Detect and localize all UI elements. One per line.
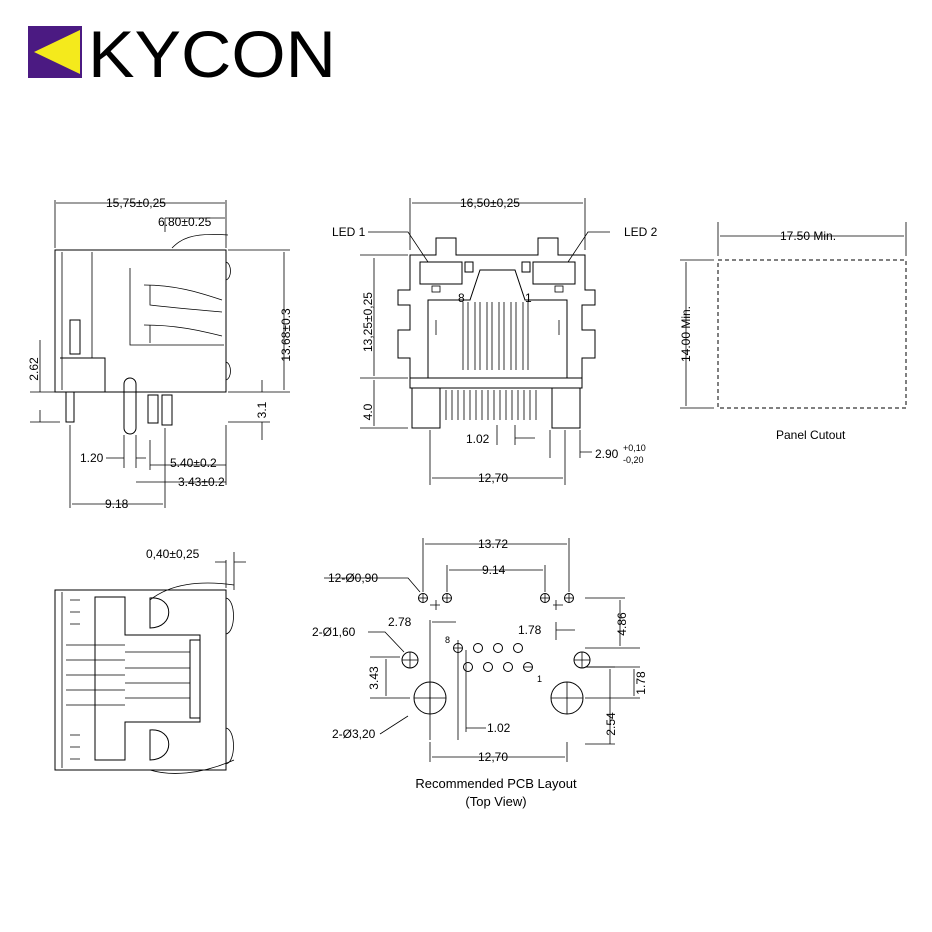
- front-contacts: [462, 302, 529, 370]
- logo-mark-triangle: [34, 30, 80, 74]
- dim-front-post-length: 4.0: [361, 403, 375, 420]
- panel-cutout: [680, 222, 907, 409]
- caption-pcb-line1: Recommended PCB Layout: [415, 776, 577, 791]
- pcb-hole-small: [418, 593, 428, 603]
- dim-pcb-vert-b: 1.78: [634, 671, 648, 695]
- dim-pcb-post-span: 12,70: [478, 750, 508, 764]
- dim-pcb-vert-a: 3.43: [367, 666, 381, 690]
- dim-side-pin-length: 3.1: [255, 401, 269, 418]
- dim-side-offset-b: 3.43±0.2: [178, 475, 225, 489]
- dim-pcb-left-offset: 2.78: [388, 615, 412, 629]
- dim-pcb-vert-c: 2.54: [604, 712, 618, 736]
- dim-pcb-small-holes: 12-Ø0,90: [328, 571, 378, 585]
- dim-panel-height: 14.00 Min.: [679, 306, 693, 362]
- pcb-hole-small: [523, 662, 533, 672]
- dim-bottom-gap: 0,40±0,25: [146, 547, 200, 561]
- dim-front-width: 16,50±0,25: [460, 196, 520, 210]
- side-view: [30, 200, 290, 508]
- pcb-hole-small: [442, 593, 452, 603]
- dim-side-rear-pin: 9.18: [105, 497, 129, 511]
- pcb-hole-small: [453, 643, 463, 653]
- kycon-logo: KYCON: [28, 17, 336, 91]
- dim-front-post-offset: 2.90: [595, 447, 619, 461]
- label-front-pin-8: 8: [458, 291, 465, 305]
- label-pcb-pin-8: 8: [445, 635, 450, 645]
- dim-pcb-top-row: 4.86: [615, 612, 629, 636]
- pcb-hole-small: [540, 593, 550, 603]
- dim-pcb-pitch: 1.02: [487, 721, 511, 735]
- dim-pcb-big-holes: 2-Ø3,20: [332, 727, 376, 741]
- label-pcb-pin-1: 1: [537, 674, 542, 684]
- pcb-holes: [401, 593, 591, 715]
- caption-pcb-line2: (Top View): [465, 794, 526, 809]
- pcb-hole-small: [564, 593, 574, 603]
- bottom-view: [54, 552, 246, 774]
- pcb-hole-small: [493, 643, 503, 653]
- dim-side-height: 13.68±0.3: [279, 308, 293, 362]
- label-front-pin-1: 1: [525, 291, 532, 305]
- label-led-1: LED 1: [332, 225, 366, 239]
- dim-front-post-span: 12,70: [478, 471, 508, 485]
- dim-front-height: 13,25±0,25: [361, 292, 375, 352]
- dim-pcb-inner-span: 9.14: [482, 563, 506, 577]
- pcb-layout: [324, 538, 640, 762]
- caption-panel-cutout: Panel Cutout: [776, 428, 846, 442]
- pcb-hole-small: [463, 662, 473, 672]
- label-led-2: LED 2: [624, 225, 658, 239]
- dim-side-overall-depth: 15,75±0,25: [106, 196, 166, 210]
- dim-side-offset-a: 5.40±0.2: [170, 456, 217, 470]
- pcb-hole-small: [503, 662, 513, 672]
- dim-side-front-to-pin: 6.80±0.25: [158, 215, 212, 229]
- dim-side-standoff: 2.62: [27, 357, 41, 381]
- dim-front-pin-pitch: 1.02: [466, 432, 490, 446]
- dim-pcb-mid-holes: 2-Ø1,60: [312, 625, 356, 639]
- dim-front-post-tol-upper: +0,10: [623, 443, 646, 453]
- pcb-hole-small: [473, 643, 483, 653]
- logo-wordmark: KYCON: [88, 17, 336, 91]
- dim-side-pin-pitch: 1.20: [80, 451, 104, 465]
- dim-front-post-tol-lower: -0,20: [623, 455, 644, 465]
- front-view: [360, 198, 610, 485]
- pcb-hole-small: [513, 643, 523, 653]
- dim-pcb-right-offset: 1.78: [518, 623, 542, 637]
- pcb-hole-small: [483, 662, 493, 672]
- dim-pcb-outer-span: 13.72: [478, 537, 508, 551]
- dim-panel-width: 17.50 Min.: [780, 229, 836, 243]
